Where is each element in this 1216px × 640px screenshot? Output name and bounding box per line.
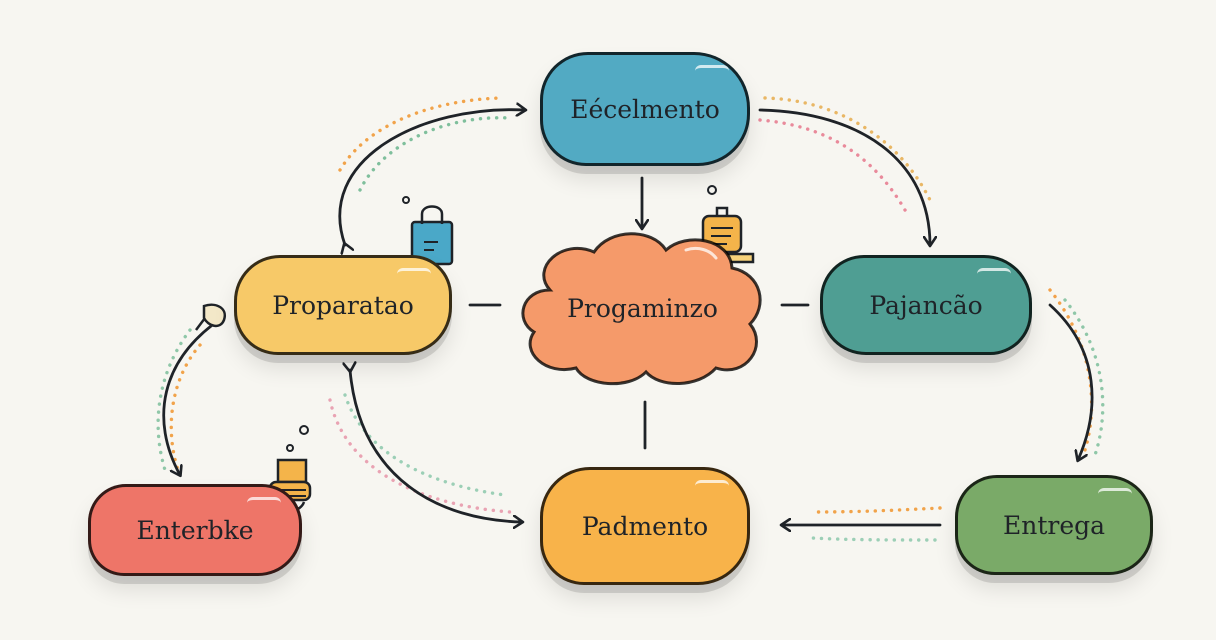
- node-bottom-left-label: Enterbke: [136, 515, 254, 545]
- dots-bottom-right-2: [810, 536, 937, 542]
- arrow-right-bottomright: [1048, 303, 1094, 460]
- dots-bottom-left-2: [343, 393, 507, 497]
- spoon-icon: [195, 303, 227, 331]
- dots-left: [156, 328, 192, 472]
- node-right-label: Pajancão: [869, 290, 983, 320]
- arrow-top-right: [758, 108, 930, 245]
- node-bottom-center: Padmento: [540, 467, 750, 585]
- node-bottom-center-label: Padmento: [581, 511, 709, 541]
- dots-top-right: [763, 96, 932, 202]
- node-bottom-left: Enterbke: [88, 484, 302, 576]
- dots-right: [1048, 288, 1094, 452]
- node-left-label: Proparatao: [272, 290, 414, 320]
- node-center: Progaminzo: [510, 228, 775, 388]
- arrow-left-bottomcenter: [350, 370, 522, 522]
- dots-left-2: [169, 343, 202, 472]
- dots-bottom-right: [813, 506, 942, 514]
- node-top: Eécelmento: [540, 52, 750, 166]
- node-bottom-right-label: Entrega: [1002, 510, 1106, 540]
- node-center-label: Progaminzo: [567, 293, 718, 323]
- arrow-left-top: [338, 110, 525, 245]
- node-left: Proparatao: [234, 255, 452, 355]
- dots-top-left-2: [358, 116, 512, 192]
- node-right: Pajancão: [820, 255, 1032, 355]
- arrow-left-bottomleft: [162, 316, 224, 475]
- node-top-label: Eécelmento: [570, 94, 720, 124]
- dots-top-right-2: [758, 118, 907, 212]
- dots-right-2: [1063, 298, 1105, 457]
- cloud-shape: [521, 232, 762, 386]
- node-bottom-right: Entrega: [955, 475, 1153, 575]
